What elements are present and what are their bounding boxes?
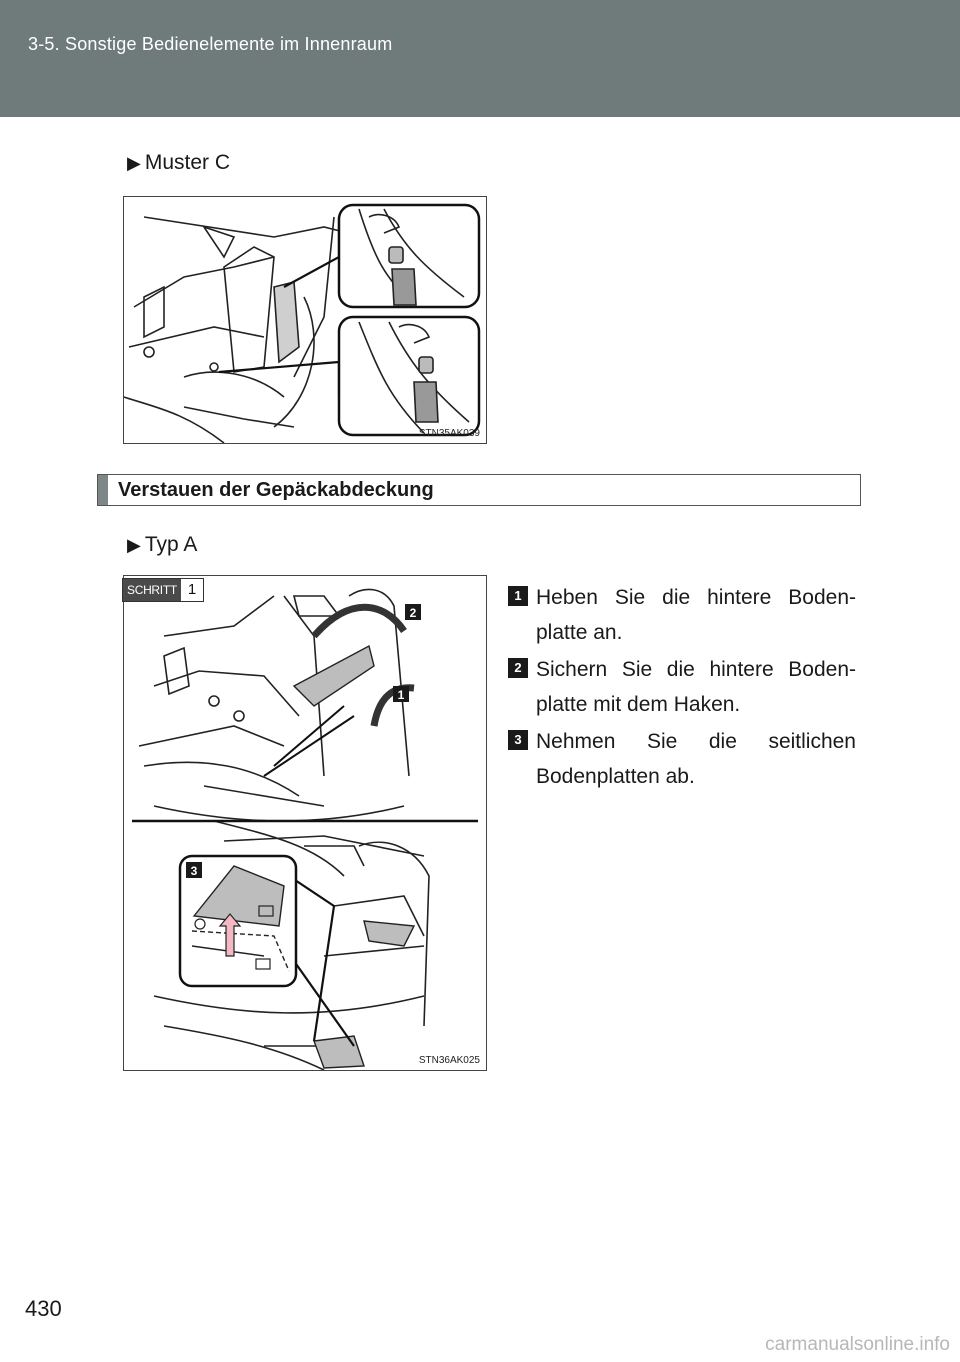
step-badge: SCHRITT 1 xyxy=(122,578,205,602)
type-a-text: Typ A xyxy=(144,533,198,556)
triangle-icon: ▶ xyxy=(127,153,141,173)
step-item: 1 Heben Sie die hintere Boden-platte an. xyxy=(508,580,856,650)
chapter-title: 3-5. Sonstige Bedienelemente im Innenrau… xyxy=(28,34,393,54)
callout-3: 3 xyxy=(191,864,198,878)
steps-list: 1 Heben Sie die hintere Boden-platte an.… xyxy=(508,580,856,796)
figure-muster-c: STN35AK039 xyxy=(123,196,487,444)
callout-badges: 2 1 xyxy=(393,604,421,702)
step-item: 2 Sichern Sie die hintere Boden-platte m… xyxy=(508,652,856,722)
floor-board-illustration: 2 1 3 xyxy=(132,588,478,1070)
step-badge-number: 1 xyxy=(187,581,197,598)
triangle-icon: ▶ xyxy=(127,535,141,555)
step-number: 1 xyxy=(508,586,528,606)
cargo-cover-illustration-c xyxy=(124,203,481,443)
step-badge-label: SCHRITT xyxy=(123,579,181,601)
pattern-c-label: ▶Muster C xyxy=(127,151,230,175)
section-heading: Verstauen der Gepäckabdeckung xyxy=(97,474,861,506)
step-item: 3 Nehmen Sie die seitlichen Bodenplatten… xyxy=(508,724,856,794)
watermark: carmanualsonline.info xyxy=(765,1334,950,1355)
figure-typ-a: 2 1 3 STN36AK025 xyxy=(123,575,487,1071)
section-heading-text: Verstauen der Gepäckabdeckung xyxy=(118,479,434,501)
type-a-label: ▶Typ A xyxy=(127,533,197,557)
callout-2: 2 xyxy=(410,606,417,620)
callout-1: 1 xyxy=(398,688,405,702)
heading-accent-bar xyxy=(98,475,108,505)
page-number: 430 xyxy=(25,1296,62,1321)
page-header: 3-5. Sonstige Bedienelemente im Innenrau… xyxy=(0,0,960,117)
pattern-c-text: Muster C xyxy=(144,151,231,174)
step-number: 2 xyxy=(508,658,528,678)
step-text: Sichern Sie die hintere Boden-platte mit… xyxy=(536,658,856,716)
step-number: 3 xyxy=(508,730,528,750)
step-text: Heben Sie die hintere Boden-platte an. xyxy=(536,586,856,644)
figure-code: STN36AK025 xyxy=(418,1055,480,1066)
step-text: Nehmen Sie die seitlichen Bodenplatten a… xyxy=(536,730,856,788)
figure-code: STN35AK039 xyxy=(418,428,480,439)
